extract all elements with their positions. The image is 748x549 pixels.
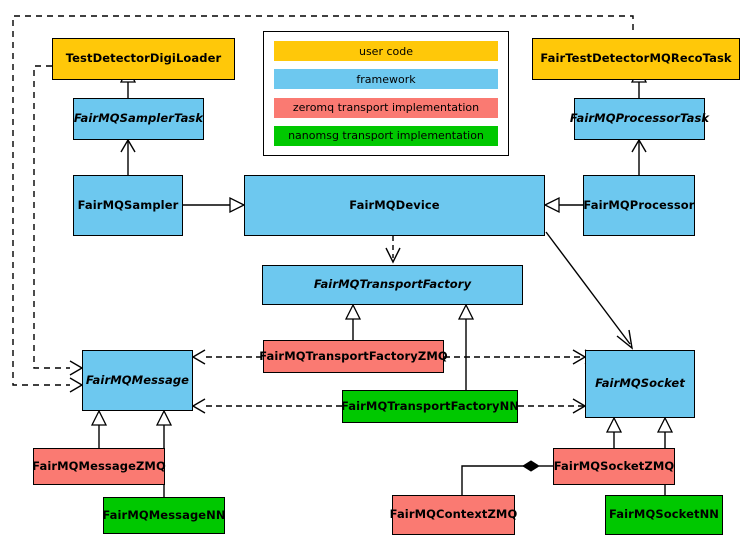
legend-box: user code framework zeromq transport imp… (263, 31, 509, 156)
class-box-fairmq-processor-task[interactable]: FairMQProcessorTask (570, 98, 709, 140)
class-box-fairmq-processor[interactable]: FairMQProcessor (583, 175, 695, 236)
class-box-fairmq-socket[interactable]: FairMQSocket (585, 350, 695, 418)
legend-label: nanomsg transport implementation (288, 129, 484, 143)
legend-label: zeromq transport implementation (292, 101, 480, 115)
legend-item-framework: framework (274, 69, 498, 90)
class-box-fairmq-transport-factory-nn[interactable]: FairMQTransportFactoryNN (341, 390, 519, 423)
class-box-fairmq-message-zmq[interactable]: FairMQMessageZMQ (32, 448, 166, 485)
class-box-fairmq-sampler-task[interactable]: FairMQSamplerTask (73, 98, 204, 140)
class-box-test-detector-digi-loader[interactable]: TestDetectorDigiLoader (52, 38, 235, 80)
class-box-fairmq-socket-zmq[interactable]: FairMQSocketZMQ (553, 448, 675, 485)
class-box-fairmq-sampler[interactable]: FairMQSampler (73, 175, 183, 236)
class-box-fairtest-detector-mqreco-task[interactable]: FairTestDetectorMQRecoTask (532, 38, 740, 80)
legend-label: user code (358, 44, 414, 58)
legend-item-user-code: user code (274, 41, 498, 61)
legend-label: framework (356, 72, 416, 86)
class-box-fairmq-transport-factory-zmq[interactable]: FairMQTransportFactoryZMQ (259, 340, 448, 373)
class-box-fairmq-device[interactable]: FairMQDevice (244, 175, 545, 236)
class-box-fairmq-message[interactable]: FairMQMessage (82, 350, 193, 411)
class-box-fairmq-message-nn[interactable]: FairMQMessageNN (102, 497, 226, 534)
legend-item-nanomsg: nanomsg transport implementation (274, 125, 498, 146)
class-box-fairmq-context-zmq[interactable]: FairMQContextZMQ (390, 495, 517, 535)
legend-item-zeromq: zeromq transport implementation (274, 97, 498, 118)
class-box-fairmq-socket-nn[interactable]: FairMQSocketNN (605, 495, 723, 535)
class-box-fairmq-transport-factory[interactable]: FairMQTransportFactory (262, 265, 523, 305)
